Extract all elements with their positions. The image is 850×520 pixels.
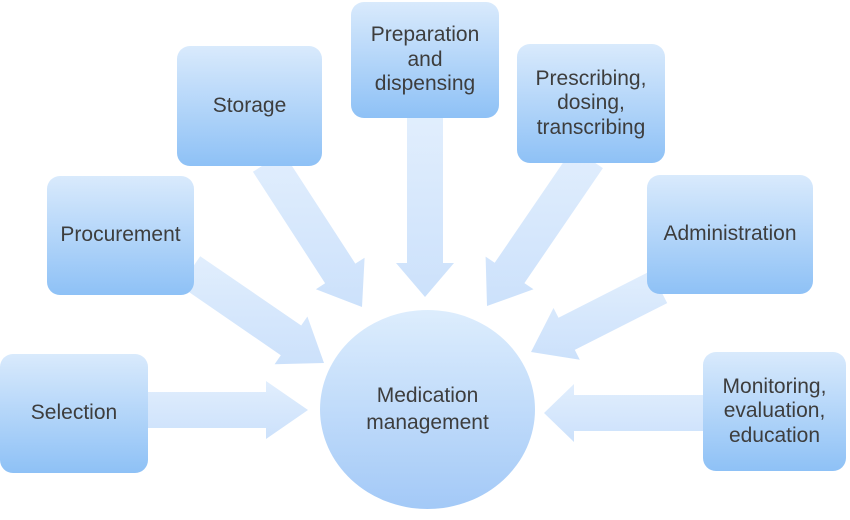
arrow-selection-to-center xyxy=(148,381,308,439)
arrow-preparation-to-center xyxy=(396,116,454,297)
center-circle-medication-management: Medication management xyxy=(320,310,535,509)
box-prescribing-dosing-transcribing: Prescribing, dosing, transcribing xyxy=(517,44,665,163)
box-monitoring-evaluation-education: Monitoring, evaluation, education xyxy=(703,352,846,471)
box-preparation-and-dispensing-label: Preparation and dispensing xyxy=(370,23,480,96)
box-monitoring-evaluation-education-label: Monitoring, evaluation, education xyxy=(722,374,827,447)
box-selection-label: Selection xyxy=(30,401,118,425)
box-selection: Selection xyxy=(0,354,148,473)
arrow-administration-to-center xyxy=(531,270,668,360)
arrow-procurement-to-center xyxy=(179,256,324,365)
center-circle-label: Medication management xyxy=(366,384,489,434)
box-procurement: Procurement xyxy=(47,176,194,295)
arrow-monitoring-to-center xyxy=(544,384,703,442)
arrow-storage-to-center xyxy=(252,152,365,307)
arrow-prescribing-to-center xyxy=(485,147,603,306)
box-prescribing-dosing-transcribing-label: Prescribing, dosing, transcribing xyxy=(535,66,647,139)
box-administration-label: Administration xyxy=(663,222,797,246)
box-administration: Administration xyxy=(647,175,813,294)
box-procurement-label: Procurement xyxy=(60,223,181,247)
box-storage: Storage xyxy=(177,46,322,166)
box-preparation-and-dispensing: Preparation and dispensing xyxy=(351,2,499,118)
box-storage-label: Storage xyxy=(212,93,287,117)
